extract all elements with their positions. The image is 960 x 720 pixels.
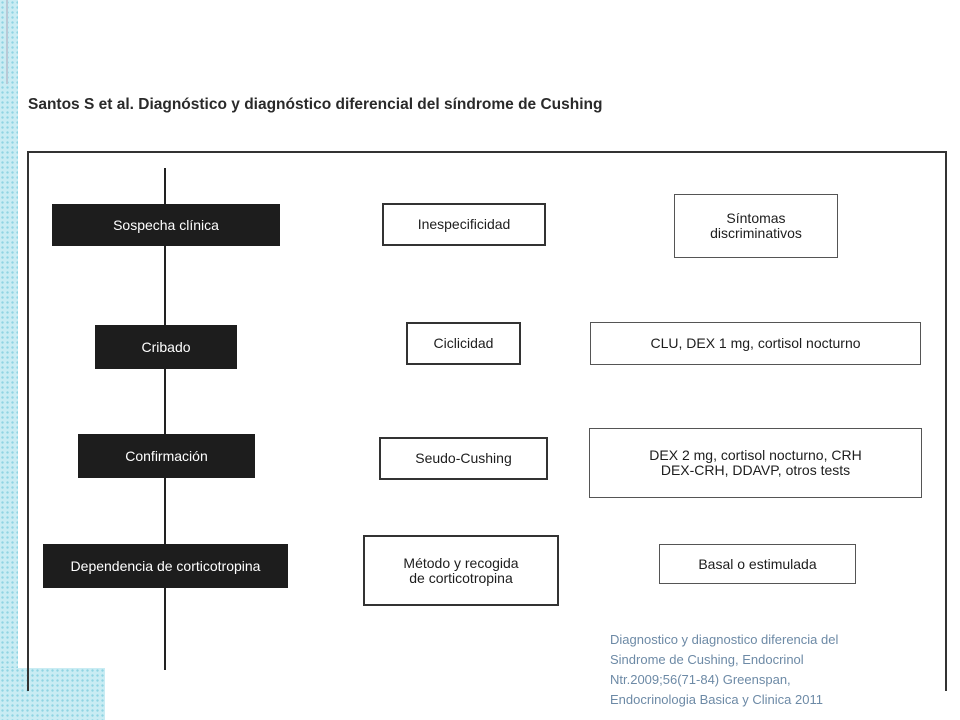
decorative-corner-block — [0, 668, 105, 720]
tests-label-line: Basal o estimulada — [698, 555, 817, 572]
tests-label-line: DEX 2 mg, cortisol nocturno, CRH — [649, 447, 862, 464]
step-label: Sospecha clínica — [113, 217, 219, 233]
issue-box-ciclicidad: Ciclicidad — [406, 322, 521, 365]
citation-line: Sindrome de Cushing, Endocrinol — [610, 652, 804, 667]
issue-box-seudo-cushing: Seudo-Cushing — [379, 437, 548, 480]
citation-line: Ntr.2009;56(71-84) Greenspan, — [610, 672, 791, 687]
step-label: Confirmación — [125, 448, 208, 464]
tests-box-cribado: CLU, DEX 1 mg, cortisol nocturno — [590, 322, 921, 365]
figure-title: Santos S et al. Diagnóstico y diagnóstic… — [28, 96, 603, 113]
tests-label-line: DEX-CRH, DDAVP, otros tests — [660, 462, 851, 478]
issue-label: Seudo-Cushing — [415, 450, 512, 467]
issue-label: Inespecificidad — [417, 216, 511, 233]
citation-line: Diagnostico y diagnostico diferencia del — [610, 632, 839, 647]
issue-box-inespecificidad: Inespecificidad — [382, 203, 546, 246]
decorative-border-band — [0, 0, 18, 720]
step-label: Dependencia de corticotropina — [70, 558, 261, 574]
issue-label-line: Método y recogida — [403, 554, 519, 571]
tests-label-line: CLU, DEX 1 mg, cortisol nocturno — [650, 335, 861, 352]
decorative-rule — [6, 0, 8, 84]
flow-spine-line — [164, 168, 166, 670]
tests-box-dependencia: Basal o estimulada — [659, 544, 856, 584]
citation-text: Diagnostico y diagnostico diferencia del… — [610, 630, 940, 710]
tests-box-confirmacion: DEX 2 mg, cortisol nocturno, CRH DEX-CRH… — [589, 428, 922, 498]
step-label: Cribado — [141, 339, 191, 355]
step-box-cribado: Cribado — [95, 325, 237, 369]
tests-label-line: discriminativos — [710, 225, 802, 241]
step-box-confirmacion: Confirmación — [78, 434, 255, 478]
diagram-frame — [27, 151, 947, 691]
tests-box-sintomas: Síntomas discriminativos — [674, 194, 838, 258]
citation-line: Endocrinologia Basica y Clinica 2011 — [610, 692, 823, 707]
issue-box-metodo: Método y recogida de corticotropina — [363, 535, 559, 606]
step-box-sospecha: Sospecha clínica — [52, 204, 280, 246]
issue-label-line: de corticotropina — [409, 569, 513, 586]
step-box-dependencia: Dependencia de corticotropina — [43, 544, 288, 588]
tests-label-line: Síntomas — [726, 210, 786, 227]
issue-label: Ciclicidad — [433, 335, 494, 352]
